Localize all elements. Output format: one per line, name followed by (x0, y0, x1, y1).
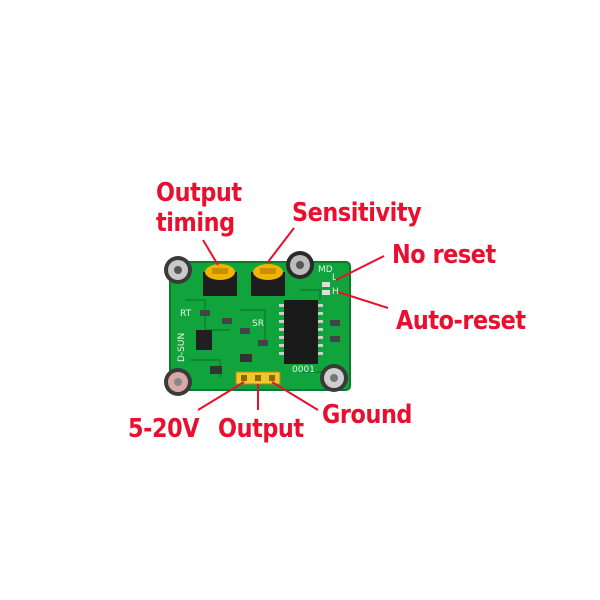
label-output: Output (218, 414, 304, 444)
label-output-timing-line1: Output (156, 178, 242, 208)
silk-brand: D-SUN (177, 333, 187, 362)
trimmer-sensitivity (251, 264, 285, 296)
line-ground (271, 381, 319, 411)
label-auto-reset: Auto-reset (396, 306, 526, 336)
line-5-20v (197, 381, 245, 411)
line-output-timing (202, 239, 219, 266)
trimmer-output-timing (203, 264, 237, 296)
label-5-20v: 5-20V (128, 414, 200, 444)
label-sensitivity: Sensitivity (292, 198, 422, 228)
silk-l: L (332, 273, 337, 283)
ic-chip (279, 300, 323, 364)
silk-rt: RT (180, 309, 192, 319)
line-no-reset (335, 255, 385, 281)
line-auto-reset (337, 291, 389, 309)
capacitor-bottom-left (164, 368, 192, 396)
capacitor-top-right (286, 251, 314, 279)
silk-h: H (332, 287, 339, 297)
smd-components (196, 282, 340, 374)
pir-sensor-board: MD L H RT SR D-SUN 0001 (164, 251, 351, 396)
mounting-hole-bottom-right (320, 364, 348, 392)
label-output-timing-line2: timing (156, 208, 235, 238)
silk-sr: SR (252, 319, 264, 329)
label-output-timing: Output timing (156, 178, 242, 238)
line-sensitivity (267, 227, 295, 263)
silk-code: 0001 (292, 365, 315, 375)
label-ground: Ground (322, 400, 413, 430)
silk-md: MD (318, 265, 333, 275)
callout-lines (197, 227, 389, 411)
capacitor-top-left (164, 256, 192, 284)
pin-header (235, 371, 281, 385)
label-no-reset: No reset (392, 240, 496, 270)
